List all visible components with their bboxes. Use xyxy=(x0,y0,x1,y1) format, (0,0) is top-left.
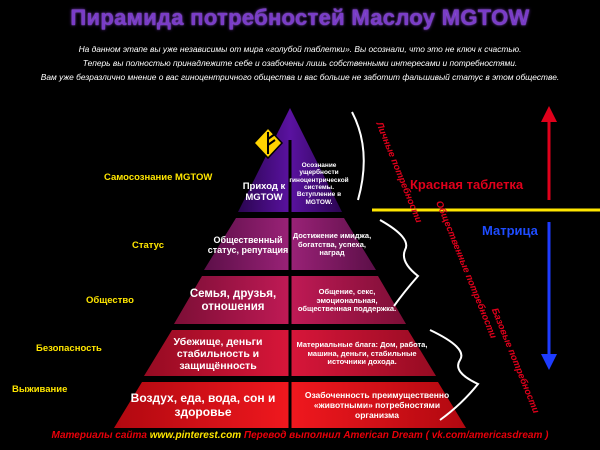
arrow-up-icon xyxy=(541,106,557,200)
mgtow-symbol-icon xyxy=(252,126,284,160)
intro-line-1: На данном этапе вы уже независимы от мир… xyxy=(78,44,522,54)
footer-suffix: Перевод выполнил American Dream ( vk.com… xyxy=(241,430,549,441)
level-label-survival: Выживание xyxy=(12,384,68,395)
intro-line-2: Теперь вы полностью принадлежите себе и … xyxy=(82,58,518,68)
red-pill-label: Красная таблетка xyxy=(410,177,524,192)
tier-safety-right: Материальные блага: Дом, работа, машина,… xyxy=(296,340,428,367)
arrow-down-icon xyxy=(541,222,557,370)
bracket-icon xyxy=(351,111,365,201)
level-label-self-awareness: Самосознание MGTOW xyxy=(104,172,213,183)
tier-safety-left: Убежище, деньги стабильность и защищённо… xyxy=(173,335,263,373)
intro-line-3: Вам уже безразлично мнение о вас гиноцен… xyxy=(40,72,560,82)
bracket-icon xyxy=(379,219,420,307)
level-label-safety: Безопасность xyxy=(36,343,102,354)
tier-society-left: Семья, друзья, отношения xyxy=(189,287,277,313)
tier-self-awareness-left: Приход к MGTOW xyxy=(242,181,286,203)
level-label-status: Статус xyxy=(132,240,165,251)
tier-society-right: Общение, секс, эмоциональная, общественн… xyxy=(297,287,397,314)
bracket-icon xyxy=(429,329,480,421)
tier-status-right: Достижение имиджа, богатства, успеха, на… xyxy=(292,231,372,258)
matrix-label: Матрица xyxy=(482,223,538,238)
footer-site-link[interactable]: www.pinterest.com xyxy=(149,430,242,441)
tier-survival-right: Озабоченность преимущественно «животными… xyxy=(304,390,450,420)
footer-prefix: Материалы сайта xyxy=(51,430,150,441)
level-label-society: Общество xyxy=(86,295,134,306)
tier-self-awareness-right: Осознание ущербности гиноцентрической си… xyxy=(289,161,349,206)
tier-survival-left: Воздух, еда, вода, сон и здоровье xyxy=(130,391,276,419)
page-title: Пирамида потребностей Маслоу MGTOW xyxy=(70,5,530,30)
footer-credits: Материалы сайта www.pinterest.com Перево… xyxy=(0,430,600,441)
tier-status-left: Общественный статус, репутация xyxy=(207,234,289,255)
